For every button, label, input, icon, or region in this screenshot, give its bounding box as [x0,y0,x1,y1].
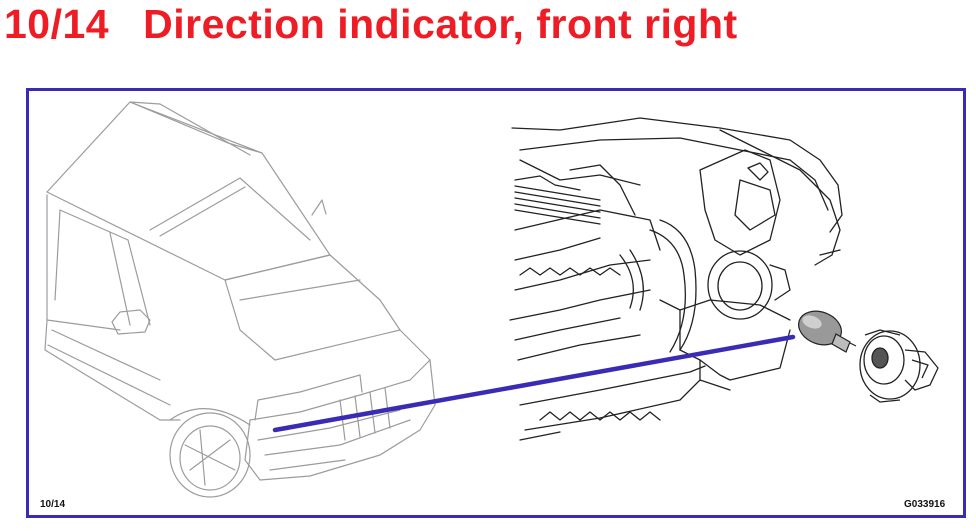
headlamp-assembly [509,117,843,441]
bulb-socket-icon [859,329,939,403]
bulb-icon [798,310,857,353]
illustration-frame [26,88,966,518]
pointer-line [272,334,796,433]
car-icon [44,101,436,498]
figure-page-ref: 10/14 [40,499,66,510]
step-title: Direction indicator, front right [143,1,738,47]
figure-code: G033916 [904,499,946,510]
step-number: 10/14 [4,1,110,47]
page-title: 10/14 Direction indicator, front right [4,0,738,48]
